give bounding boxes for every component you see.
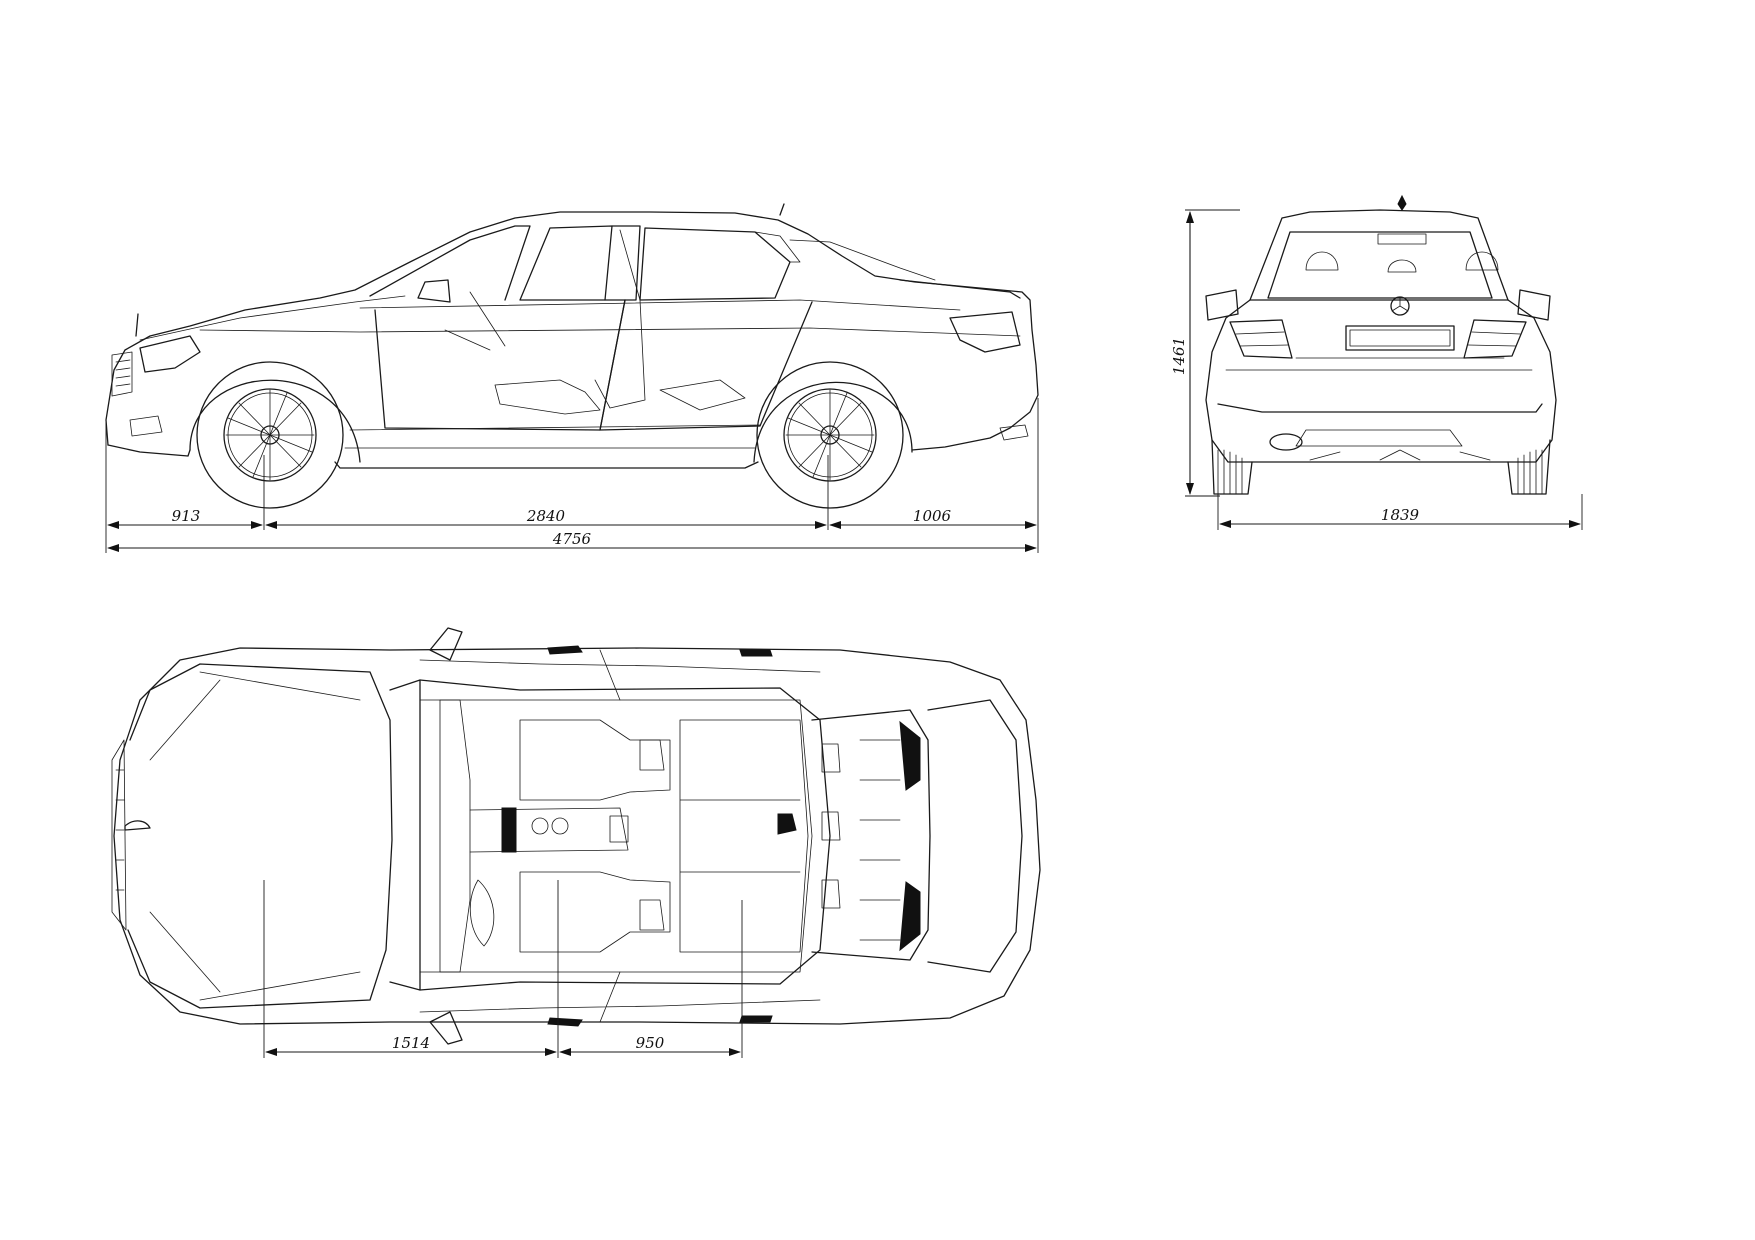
dim-front-overhang: 913	[172, 507, 201, 525]
side-dimensions: 913 2840 1006 4756	[105, 398, 1039, 553]
side-rear-wheel	[756, 361, 904, 509]
side-steering	[444, 291, 506, 351]
dim-overall-length: 4756	[552, 530, 592, 548]
rear-body	[1205, 299, 1557, 463]
rear-diffuser	[1295, 429, 1463, 447]
side-tail-light	[949, 311, 1021, 353]
side-rear-arch	[753, 381, 913, 463]
top-emblem	[124, 820, 151, 831]
rear-antenna	[1397, 194, 1407, 211]
top-headrest-4	[821, 811, 841, 841]
rear-window	[1267, 231, 1493, 299]
top-door-line-lower	[419, 971, 821, 1023]
top-steering-wheel	[469, 879, 495, 947]
top-trunk	[927, 699, 1023, 973]
top-rear-console-marker	[777, 813, 797, 835]
side-sill-line	[344, 424, 761, 449]
top-handle-4	[739, 1015, 773, 1023]
top-gear-selector	[501, 807, 517, 853]
top-rear-vent-lower	[899, 881, 921, 952]
side-view: 913 2840 1006 4756	[105, 203, 1039, 553]
side-front-window	[519, 225, 613, 301]
dim-width: 1839	[1381, 506, 1420, 524]
rear-tail-light-right	[1463, 319, 1527, 359]
rear-headrest-left	[1305, 251, 1339, 271]
rear-headrest-center	[1387, 259, 1417, 273]
top-view: 1514 950	[111, 627, 1041, 1058]
top-headrest-1	[639, 739, 665, 771]
top-windshield	[389, 679, 421, 991]
side-antenna	[779, 203, 785, 216]
rear-mirror-right	[1517, 289, 1551, 321]
top-headrest-5	[821, 879, 841, 909]
side-front-arch	[189, 379, 361, 463]
rear-dimensions: 1461 1839	[1170, 209, 1583, 530]
rear-trunk-line	[1225, 357, 1533, 371]
top-front-seat-upper	[519, 719, 671, 801]
side-interior-seat	[494, 229, 646, 415]
top-grille	[111, 739, 127, 931]
side-fog-lamp	[129, 415, 163, 437]
top-rear-vent-upper	[899, 720, 921, 791]
side-hood-line	[139, 295, 406, 341]
side-c-pillar	[789, 239, 936, 281]
top-door-line-upper	[419, 649, 821, 701]
top-dimensions: 1514 950	[263, 880, 743, 1058]
side-trunk-lid	[899, 279, 1021, 299]
rear-view: 1461 1839	[1170, 194, 1583, 530]
top-handle-1	[547, 645, 583, 655]
dim-height: 1461	[1170, 337, 1188, 375]
rear-tail-light-left	[1229, 319, 1293, 359]
top-headrest-3	[821, 743, 841, 773]
side-rear-spokes	[785, 389, 875, 481]
side-front-wheel	[196, 361, 344, 509]
top-handle-2	[739, 649, 773, 657]
side-b-pillar	[604, 225, 641, 301]
side-headlight	[139, 335, 201, 373]
top-rear-glass	[811, 709, 931, 961]
top-roof	[419, 679, 831, 991]
side-body-outline	[105, 211, 1039, 451]
side-front-bumper	[107, 444, 191, 457]
top-front-seat-lower	[519, 871, 671, 953]
dim-front-to-seat: 1514	[392, 1034, 430, 1052]
rear-license-plate	[1345, 325, 1455, 351]
rear-exhaust-left	[1269, 433, 1303, 451]
side-shoulder-line	[199, 327, 1021, 337]
dim-seat-spacing: 950	[636, 1034, 665, 1052]
side-mirror	[417, 279, 451, 303]
side-underbody	[334, 461, 759, 469]
side-windshield	[369, 225, 531, 301]
top-body-outline	[113, 647, 1041, 1025]
side-belt-line	[359, 299, 961, 311]
top-hood	[127, 663, 393, 1009]
side-rear-door	[599, 299, 813, 431]
side-exhaust	[999, 424, 1029, 441]
rear-tyre-right	[1507, 439, 1551, 495]
rear-cabin	[1249, 209, 1509, 301]
top-mirror-upper	[429, 627, 463, 661]
top-rear-bench	[679, 719, 809, 953]
top-mirror-lower	[429, 1011, 463, 1045]
rear-tyre-left	[1211, 439, 1253, 495]
top-console	[469, 807, 629, 853]
top-headrest-2	[639, 899, 665, 931]
rear-brake-light	[1377, 233, 1427, 245]
rear-mirror-left	[1205, 289, 1239, 321]
top-handle-3	[547, 1017, 583, 1027]
rear-bumper	[1217, 403, 1543, 413]
top-dashboard	[419, 699, 471, 973]
side-front-spokes	[225, 389, 315, 481]
dim-rear-overhang: 1006	[913, 507, 952, 525]
side-rear-window	[639, 227, 791, 301]
dim-wheelbase: 2840	[526, 507, 566, 525]
rear-headrest-right	[1465, 251, 1499, 271]
side-front-door	[374, 299, 626, 431]
side-grille	[111, 351, 133, 397]
